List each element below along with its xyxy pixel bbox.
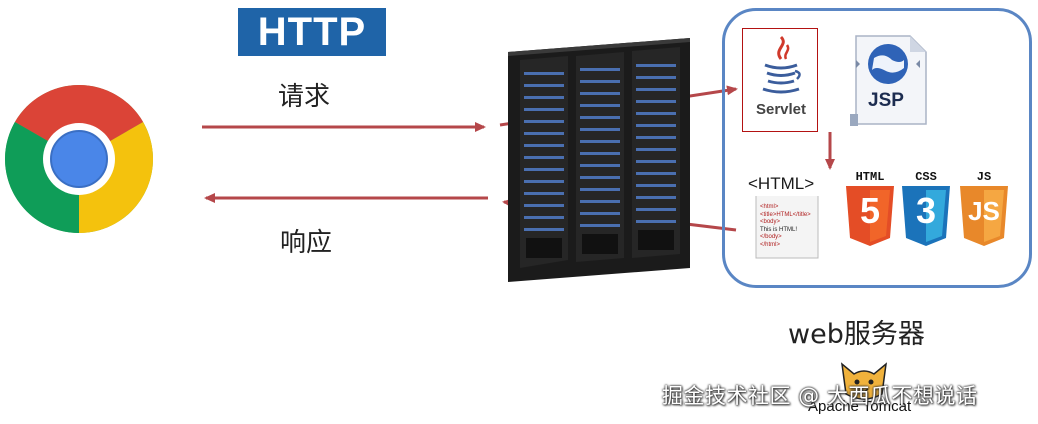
chrome-logo-icon: [4, 85, 154, 233]
web-server-container: [722, 8, 1032, 288]
jsp-label: JSP: [868, 90, 904, 111]
html5-digit: 5: [859, 190, 881, 231]
html-document-icon: [752, 170, 826, 259]
html-doc-line: </html>: [760, 241, 781, 248]
http-badge: HTTP: [238, 8, 386, 56]
tomcat-logo-icon: [841, 362, 887, 400]
server-rack-icon: [508, 38, 690, 282]
html-doc-line: </body>: [760, 234, 782, 240]
watermark: 掘金技术社区 @ 大西瓜不想说话: [662, 384, 978, 408]
js-digit: JS: [968, 196, 1000, 226]
html-doc-line: <title>HTML</title>: [760, 211, 811, 218]
java-cup-icon: [762, 35, 801, 94]
globe-document-icon: [850, 35, 927, 126]
html-doc-line: This is HTML!: [760, 226, 798, 233]
tomcat-label: Apache Tomcat: [808, 398, 912, 415]
web-server-label: web服务器: [788, 319, 925, 350]
html5-shield-icon: [846, 186, 894, 246]
html-doc-lines: <html> <title>HTML</title> <body> This i…: [760, 204, 811, 249]
js-badge-label: JS: [976, 170, 992, 184]
html-doc-line: <body>: [760, 219, 781, 225]
html-doc-line: <html>: [760, 204, 779, 210]
request-label: 请求: [278, 82, 331, 112]
response-label: 响应: [280, 228, 333, 258]
js-shield-icon: [960, 186, 1008, 246]
css3-badge-label: CSS: [915, 170, 937, 184]
servlet-tile: Servlet: [742, 28, 818, 132]
css3-shield-icon: [902, 186, 950, 246]
html-doc-title: <HTML>: [748, 174, 815, 193]
css3-digit: 3: [915, 190, 937, 231]
servlet-label: Servlet: [755, 101, 807, 118]
html5-badge-label: HTML: [855, 170, 885, 184]
